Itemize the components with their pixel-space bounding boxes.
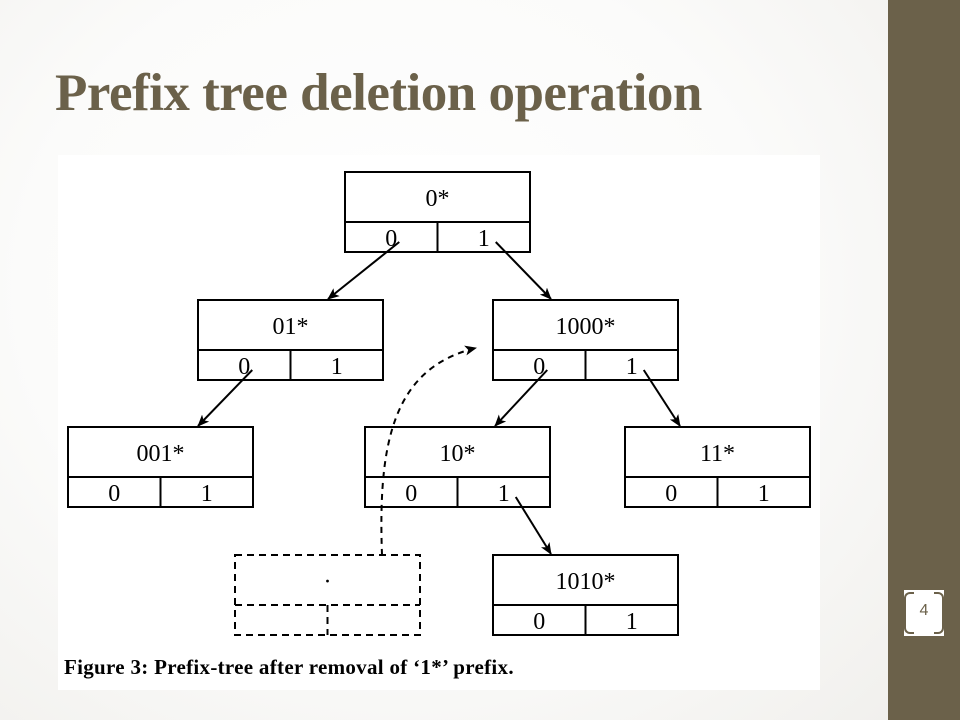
tree-node-n1010: 1010* 0 1	[492, 554, 679, 636]
page-number-badge: 4	[904, 590, 944, 636]
node-label: 11*	[700, 441, 735, 467]
tree-node-n0: 0* 0 1	[344, 171, 531, 253]
edge-n0-n1000	[495, 241, 552, 300]
node-label: 1000*	[556, 314, 616, 340]
node-branch-0-label: 0	[405, 481, 417, 507]
prefix-tree-diagram: 0* 0 1 01* 0 1 1000* 0 1 001* 0 1 10* 0 1 11* 0 1 1010* 0 1 ·	[67, 171, 811, 636]
page-number: 4	[919, 602, 929, 619]
node-branch-1-label: 1	[201, 481, 213, 507]
node-label: 1010*	[556, 569, 616, 595]
tree-node-n001: 001* 0 1	[67, 426, 254, 508]
edge-n1000-n11	[642, 369, 681, 427]
prefix-tree-figure: 0* 0 1 01* 0 1 1000* 0 1 001* 0 1 10* 0 1 11* 0 1 1010* 0 1 ·…	[58, 155, 820, 690]
node-label: 001*	[137, 441, 185, 467]
node-branch-1-label: 1	[478, 226, 490, 252]
node-branch-0-label: 0	[238, 354, 250, 380]
node-branch-1-label: 1	[498, 481, 510, 507]
node-label: 01*	[273, 314, 309, 340]
tree-node-n01: 01* 0 1	[197, 299, 384, 381]
node-branch-1-label: 1	[626, 609, 638, 635]
node-branch-1-label: 1	[331, 354, 343, 380]
node-label: 0*	[426, 186, 450, 212]
slide-title: Prefix tree deletion operation	[55, 64, 702, 122]
edge-n10-n1010	[514, 496, 552, 555]
node-label: ·	[324, 569, 332, 595]
node-branch-0-label: 0	[385, 226, 397, 252]
node-branch-1-label: 1	[626, 354, 638, 380]
tree-node-removed: ·	[234, 554, 421, 636]
node-branch-0-label: 0	[533, 609, 545, 635]
tree-node-n11: 11* 0 1	[624, 426, 811, 508]
figure-caption: Figure 3: Prefix-tree after removal of ‘…	[64, 655, 514, 679]
node-label: 10*	[440, 441, 476, 467]
node-branch-0-label: 0	[108, 481, 120, 507]
node-branch-1-label: 1	[758, 481, 770, 507]
tree-node-n1000: 1000* 0 1	[492, 299, 679, 381]
node-branch-0-label: 0	[665, 481, 677, 507]
tree-node-n10: 10* 0 1	[364, 426, 551, 508]
node-branch-0-label: 0	[533, 354, 545, 380]
